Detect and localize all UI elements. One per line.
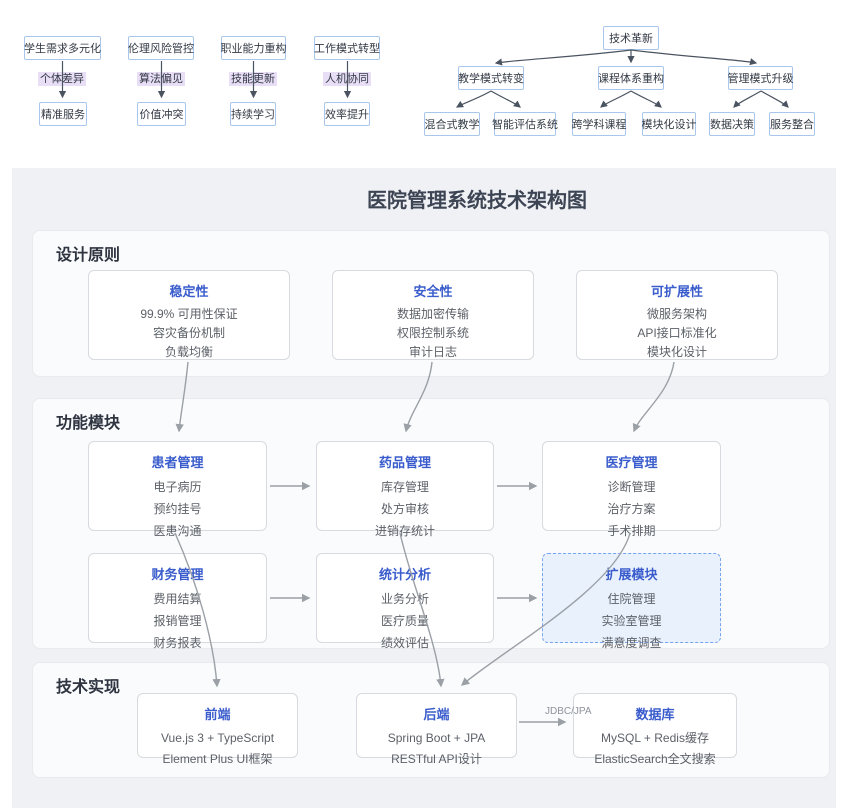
card-title: 药品管理 (378, 455, 431, 470)
card-item: 库存管理 (380, 480, 429, 494)
card-item: 报销管理 (153, 614, 202, 628)
card-item: 容灾备份机制 (152, 326, 225, 340)
card-item: ElasticSearch全文搜索 (594, 752, 716, 766)
card-item: 微服务架构 (646, 307, 707, 321)
card-title: 前端 (204, 707, 231, 722)
tree-leaf-node: 数据决策 (709, 112, 755, 136)
card-title: 患者管理 (151, 455, 204, 470)
mini-flow-arrows (58, 61, 352, 99)
card-item: 医疗质量 (380, 614, 429, 628)
card-item: 治疗方案 (607, 502, 656, 516)
card-pharmacy-mgmt: 药品管理 库存管理 处方审核 进销存统计 (316, 441, 494, 538)
tree-root-node: 技术革新 (603, 26, 659, 50)
card-item: 财务报表 (153, 636, 202, 650)
flow-node: 持续学习 (230, 102, 276, 126)
section-heading: 技术实现 (56, 679, 121, 696)
card-backend: 后端 Spring Boot + JPA RESTful API设计 (356, 693, 517, 766)
card-patient-mgmt: 患者管理 电子病历 预约挂号 医患沟通 (88, 441, 267, 538)
card-frontend: 前端 Vue.js 3 + TypeScript Element Plus UI… (137, 693, 298, 766)
card-item: 权限控制系统 (396, 326, 469, 340)
card-item: 负载均衡 (164, 345, 213, 359)
card-title: 安全性 (413, 284, 453, 299)
card-item: Spring Boot + JPA (387, 731, 486, 745)
card-item: 模块化设计 (646, 345, 707, 359)
flow-edge-label: 个体差异 (38, 72, 86, 86)
card-item: 费用结算 (153, 592, 202, 606)
tree-branch-node: 课程体系重构 (598, 66, 664, 90)
flow-edge-label: 算法偏见 (137, 72, 185, 86)
flow-edge-label: 人机协同 (323, 72, 371, 86)
card-title: 后端 (423, 707, 450, 722)
card-finance-mgmt: 财务管理 费用结算 报销管理 财务报表 (88, 553, 267, 650)
card-item: API接口标准化 (637, 326, 717, 340)
card-item: Vue.js 3 + TypeScript (160, 731, 275, 745)
card-medical-mgmt: 医疗管理 诊断管理 治疗方案 手术排期 (542, 441, 721, 538)
card-extension-modules: 扩展模块 住院管理 实验室管理 满意度调查 (542, 553, 721, 650)
card-title: 稳定性 (169, 284, 209, 299)
flow-node: 工作模式转型 (314, 36, 380, 60)
card-item: 手术排期 (607, 524, 656, 538)
tree-leaf-node: 跨学科课程 (572, 112, 627, 136)
card-item: 实验室管理 (601, 614, 662, 628)
card-stability: 稳定性 99.9% 可用性保证 容灾备份机制 负载均衡 (88, 270, 290, 360)
flow-node: 效率提升 (324, 102, 370, 126)
flow-edge-label: 技能更新 (229, 72, 277, 86)
diagram-title: 医院管理系统技术架构图 (367, 190, 587, 212)
section-heading: 设计原则 (56, 247, 121, 264)
card-title: 统计分析 (378, 567, 431, 582)
card-item: 电子病历 (153, 480, 202, 494)
card-security: 安全性 数据加密传输 权限控制系统 审计日志 (332, 270, 534, 360)
card-item: 住院管理 (607, 592, 656, 606)
flow-node: 职业能力重构 (221, 36, 287, 60)
tree-leaf-node: 混合式教学 (424, 112, 480, 136)
tree-leaf-node: 智能评估系统 (492, 112, 558, 136)
card-statistics: 统计分析 业务分析 医疗质量 绩效评估 (316, 553, 494, 650)
tree-leaf-node: 服务整合 (769, 112, 815, 136)
card-item: 数据加密传输 (396, 307, 469, 321)
card-item: 诊断管理 (607, 480, 656, 494)
card-item: 预约挂号 (153, 502, 202, 516)
card-title: 扩展模块 (605, 567, 658, 582)
flow-node: 精准服务 (39, 102, 87, 126)
flow-node: 伦理风险管控 (128, 36, 194, 60)
tree-branch-node: 教学模式转变 (458, 66, 524, 90)
tree-branch-node: 管理模式升级 (728, 66, 794, 90)
card-title: 财务管理 (151, 567, 204, 582)
card-item: 业务分析 (380, 592, 429, 606)
flow-node: 学生需求多元化 (24, 36, 101, 60)
card-item: 满意度调查 (601, 636, 662, 650)
flow-node: 价值冲突 (137, 102, 186, 126)
card-item: Element Plus UI框架 (162, 752, 273, 766)
card-title: 医疗管理 (605, 455, 658, 470)
card-item: 进销存统计 (374, 524, 435, 538)
card-item: MySQL + Redis缓存 (601, 731, 709, 745)
section-heading: 功能模块 (56, 415, 121, 432)
card-item: RESTful API设计 (391, 752, 482, 766)
card-scalability: 可扩展性 微服务架构 API接口标准化 模块化设计 (576, 270, 778, 360)
card-item: 审计日志 (408, 345, 457, 359)
tree-leaf-node: 模块化设计 (642, 112, 697, 136)
backend-db-edge-label: JDBC/JPA (545, 706, 592, 717)
card-item: 绩效评估 (380, 636, 429, 650)
card-item: 医患沟通 (153, 524, 202, 538)
card-database: 数据库 MySQL + Redis缓存 ElasticSearch全文搜索 (573, 693, 737, 766)
card-title: 可扩展性 (650, 284, 703, 299)
card-item: 处方审核 (380, 502, 429, 516)
card-title: 数据库 (635, 707, 675, 722)
card-item: 99.9% 可用性保证 (140, 307, 238, 321)
